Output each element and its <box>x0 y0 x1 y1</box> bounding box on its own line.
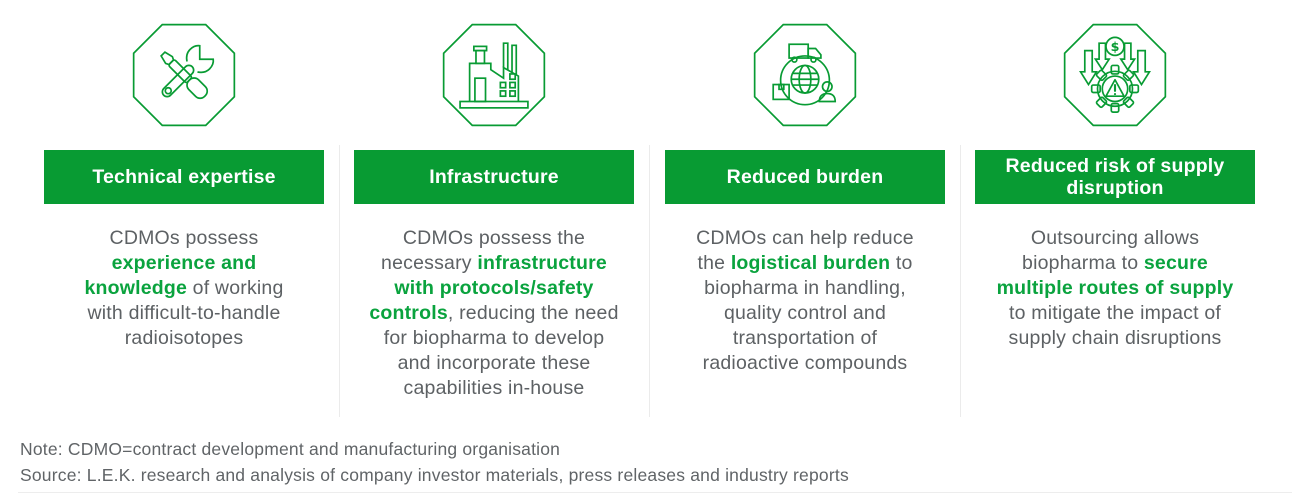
factory-icon <box>441 22 547 128</box>
column-body: CDMOs possess the necessary infrastructur… <box>346 226 642 401</box>
column-divider <box>339 145 340 417</box>
body-line: controls, reducing the need <box>369 302 619 324</box>
body-line: with difficult-to-handle <box>87 302 281 324</box>
body-line: knowledge of working <box>84 277 284 299</box>
column-header: Infrastructure <box>354 150 634 204</box>
body-line: to mitigate the impact of <box>1008 302 1222 324</box>
body-line: for biopharma to develop <box>383 327 605 349</box>
column-header: Technical expertise <box>44 150 324 204</box>
body-line: biopharma to secure <box>1022 252 1208 274</box>
column-divider <box>649 145 650 417</box>
body-line: radioactive compounds <box>702 352 908 374</box>
supply-risk-icon: $ <box>1062 22 1168 128</box>
body-line: Outsourcing allows <box>1030 227 1200 249</box>
body-line: multiple routes of supply <box>996 277 1234 299</box>
body-line: and incorporate these <box>397 352 591 374</box>
body-line: radioisotopes <box>124 327 244 349</box>
body-line: CDMOs possess the <box>402 227 586 249</box>
body-line: with protocols/safety <box>394 277 594 299</box>
body-line: transportation of <box>732 327 878 349</box>
body-line: necessary infrastructure <box>381 252 607 274</box>
body-line: CDMOs possess <box>109 227 259 249</box>
column-header: Reduced risk of supply disruption <box>975 150 1255 204</box>
bottom-rule <box>18 492 1292 493</box>
body-line: CDMOs can help reduce <box>696 227 914 249</box>
note-text: Note: CDMO=contract development and manu… <box>20 439 561 459</box>
tools-icon <box>131 22 237 128</box>
body-line: the logistical burden to <box>697 252 913 274</box>
column-divider <box>960 145 961 417</box>
footer: Note: CDMO=contract development and manu… <box>20 437 1280 488</box>
body-line: capabilities in-house <box>403 377 585 399</box>
body-line: quality control and <box>723 302 887 324</box>
svg-text:$: $ <box>1111 39 1120 54</box>
body-line: experience and <box>111 252 257 274</box>
column-body: CDMOs can help reduce the logistical burd… <box>657 226 953 376</box>
source-text: Source: L.E.K. research and analysis of … <box>20 464 849 485</box>
column-body: Outsourcing allows biopharma to secure mul… <box>967 226 1263 351</box>
column-body: CDMOs possess experience and knowledge of … <box>36 226 332 351</box>
logistics-icon <box>752 22 858 128</box>
column-header: Reduced burden <box>665 150 945 204</box>
body-line: biopharma in handling, <box>704 277 906 299</box>
body-line: supply chain disruptions <box>1008 327 1222 349</box>
